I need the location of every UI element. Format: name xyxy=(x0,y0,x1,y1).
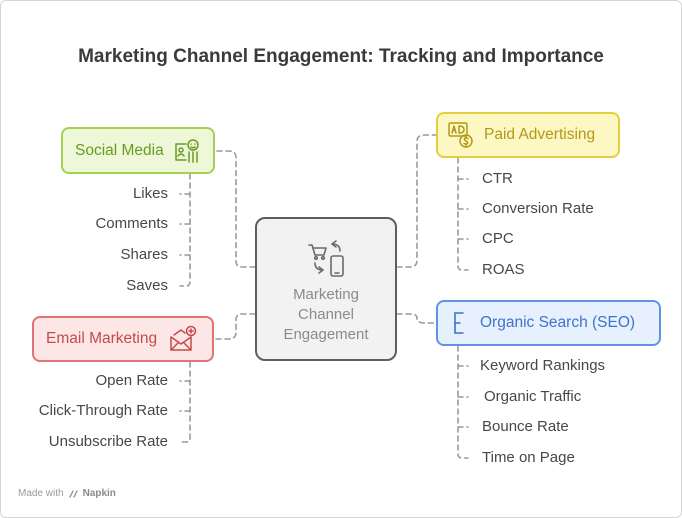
social-item-saves: Saves xyxy=(126,277,168,294)
envelope-icon xyxy=(170,325,197,351)
connector-center-social xyxy=(215,150,256,268)
node-organic-search-seo-label: Organic Search (SEO) xyxy=(480,314,636,331)
paid-item-conversion-rate: Conversion Rate xyxy=(482,200,594,217)
seo-item-keyword-rankings: Keyword Rankings xyxy=(480,357,606,374)
email-item-unsubscribe-rate: Unsubscribe Rate xyxy=(48,433,168,450)
seo-e-icon xyxy=(454,312,464,334)
seo-item-bounce-rate: Bounce Rate xyxy=(482,418,569,435)
social-item-comments: Comments xyxy=(95,215,168,232)
node-social-media-label: Social Media xyxy=(75,141,164,159)
diagram-title: Marketing Channel Engagement: Tracking a… xyxy=(78,46,604,67)
seo-item-organic-traffic: Organic Traffic xyxy=(484,388,582,405)
paid-item-roas: ROAS xyxy=(482,261,525,278)
connector-social-items xyxy=(179,173,191,287)
social-media-icon xyxy=(175,138,199,163)
node-paid-advertising: Paid Advertising xyxy=(436,112,620,158)
social-item-shares: Shares xyxy=(120,246,168,263)
napkin-logo-icon xyxy=(68,489,78,498)
social-item-likes: Likes xyxy=(132,185,168,202)
paid-item-cpc: CPC xyxy=(482,230,514,247)
node-email-marketing: Email Marketing xyxy=(32,316,214,362)
email-item-open-rate: Open Rate xyxy=(95,372,168,389)
ad-money-icon xyxy=(448,122,473,148)
footer-prefix: Made with xyxy=(18,488,64,499)
footer-credit: Made with Napkin xyxy=(18,488,116,499)
connector-email-items xyxy=(179,361,191,443)
connector-center-email xyxy=(214,313,256,340)
email-item-click-through-rate: Click-Through Rate xyxy=(38,402,168,419)
paid-item-ctr: CTR xyxy=(482,170,513,187)
node-organic-search-seo: Organic Search (SEO) xyxy=(436,300,661,346)
footer-brand: Napkin xyxy=(82,488,116,499)
node-email-marketing-label: Email Marketing xyxy=(46,330,158,347)
connector-seo-items xyxy=(457,345,469,459)
connector-center-paid xyxy=(396,134,437,268)
node-paid-advertising-label: Paid Advertising xyxy=(484,126,596,143)
seo-item-time-on-page: Time on Page xyxy=(482,449,575,466)
connector-paid-items xyxy=(457,157,469,271)
node-social-media: Social Media xyxy=(61,127,215,174)
connector-center-seo xyxy=(396,313,437,324)
shopping-cart-phone-icon xyxy=(308,240,344,277)
